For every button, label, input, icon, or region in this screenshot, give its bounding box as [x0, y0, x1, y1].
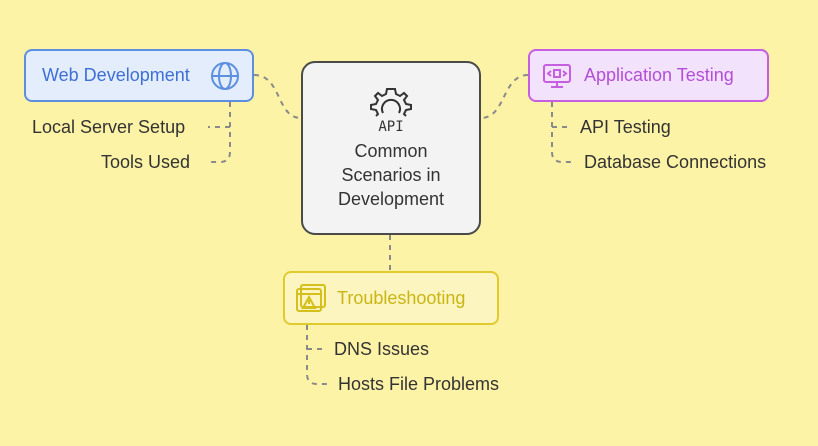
- trouble-item-hosts-file-problems: Hosts File Problems: [338, 374, 500, 394]
- gear-api-icon: API: [366, 85, 416, 133]
- app-item-api-testing: API Testing: [580, 117, 671, 137]
- connector-app-center: [480, 74, 529, 119]
- warning-window-icon: [295, 283, 327, 313]
- application-testing-label: Application Testing: [584, 65, 734, 85]
- connector-app-db: [551, 102, 574, 163]
- web-item-local-server-setup: Local Server Setup: [32, 117, 186, 137]
- troubleshooting-node: Troubleshooting: [283, 271, 499, 325]
- troubleshooting-label: Troubleshooting: [337, 287, 466, 308]
- svg-text:API: API: [378, 119, 403, 133]
- web-item-tools-used: Tools Used: [101, 152, 191, 172]
- trouble-item-dns-issues: DNS Issues: [334, 339, 430, 359]
- code-monitor-icon: [542, 62, 572, 90]
- globe-icon: [210, 61, 240, 91]
- connector-web-center: [253, 74, 302, 119]
- center-title: Common Scenarios in Development: [337, 141, 445, 209]
- connector-trouble-hosts: [306, 325, 329, 385]
- application-testing-node: Application Testing: [528, 49, 769, 102]
- app-item-database-connections: Database Connections: [584, 152, 767, 172]
- web-development-label: Web Development: [42, 65, 190, 85]
- connector-web-tools: [208, 102, 231, 163]
- center-node: API Common Scenarios in Development: [301, 61, 481, 235]
- web-development-node: Web Development: [24, 49, 254, 102]
